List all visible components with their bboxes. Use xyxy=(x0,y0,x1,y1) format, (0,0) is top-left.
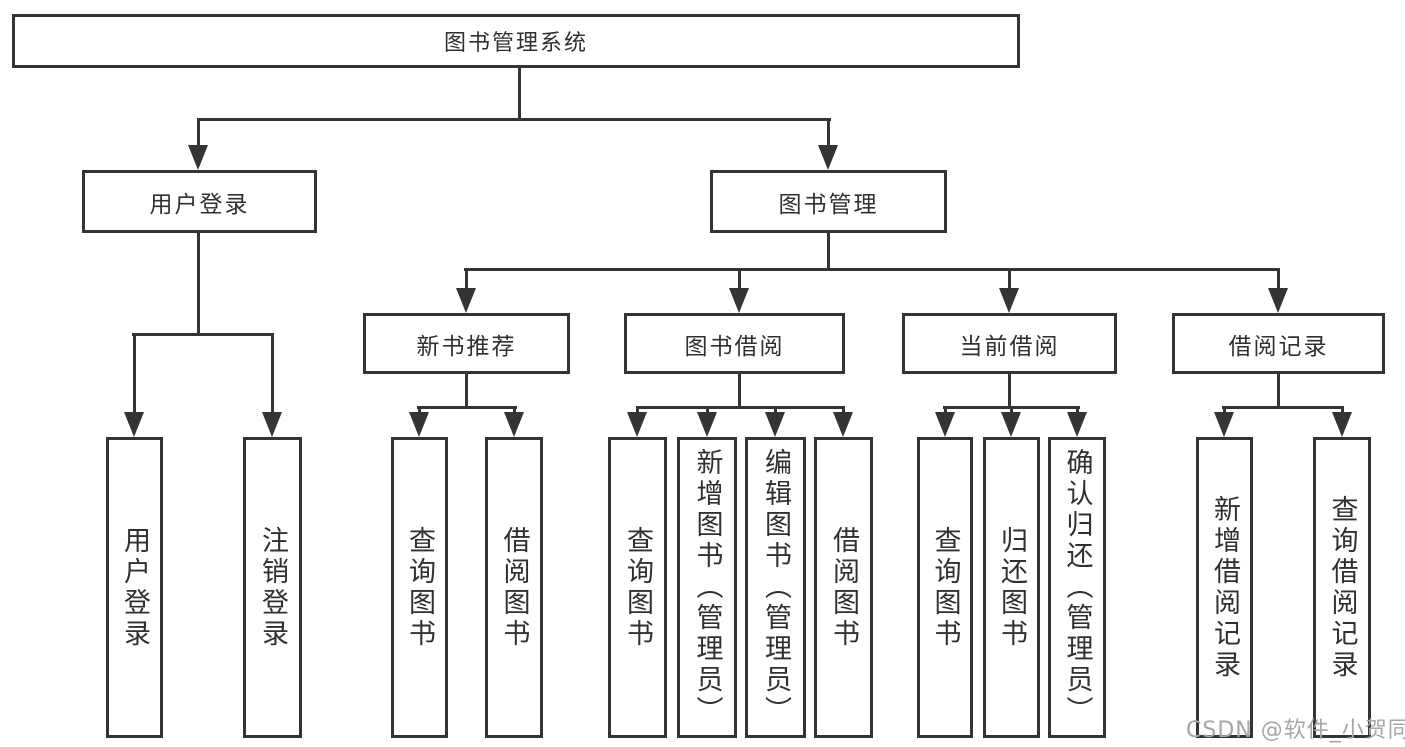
connector-line xyxy=(827,233,830,271)
connector-line xyxy=(636,406,639,416)
connector-line xyxy=(465,268,468,292)
leaf-label: 用户登录 xyxy=(119,525,151,650)
connector-line xyxy=(827,118,830,149)
connector-line xyxy=(197,118,831,121)
connector-line xyxy=(417,406,517,409)
node-label: 图书借阅 xyxy=(684,333,785,360)
arrow-down-icon xyxy=(1214,412,1234,437)
connector-line xyxy=(706,406,709,416)
connector-line xyxy=(944,406,947,416)
arrow-down-icon xyxy=(188,145,208,170)
connector-line xyxy=(636,406,845,409)
connector-line xyxy=(518,66,521,120)
connector-line xyxy=(738,268,741,292)
leaf-query-books-current: 查询图书 xyxy=(917,437,973,738)
leaf-label: 查询图书 xyxy=(929,525,961,650)
node-new-book-recommendation: 新书推荐 xyxy=(363,313,570,374)
arrow-down-icon xyxy=(627,412,647,437)
connector-line xyxy=(197,118,200,149)
node-borrowing-records: 借阅记录 xyxy=(1172,313,1385,374)
node-user-login: 用户登录 xyxy=(82,170,317,233)
node-label: 图书管理系统 xyxy=(443,31,588,56)
connector-line xyxy=(1341,406,1344,416)
leaf-return-books: 归还图书 xyxy=(983,437,1040,738)
node-library-management-system: 图书管理系统 xyxy=(12,14,1020,68)
leaf-add-borrow-record: 新增借阅记录 xyxy=(1196,437,1253,738)
arrow-down-icon xyxy=(818,145,838,170)
connector-line xyxy=(133,333,136,414)
leaf-user-login: 用户登录 xyxy=(106,437,163,738)
arrow-down-icon xyxy=(504,412,524,437)
connector-line xyxy=(1008,268,1011,292)
connector-line xyxy=(418,406,421,416)
leaf-label: 确认归还（管理员） xyxy=(1061,448,1093,727)
leaf-label: 查询图书 xyxy=(622,525,654,650)
arrow-down-icon xyxy=(833,412,853,437)
leaf-borrow-books-borrowing: 借阅图书 xyxy=(814,437,873,738)
node-current-borrowing: 当前借阅 xyxy=(902,313,1117,374)
node-label: 用户登录 xyxy=(149,191,250,218)
connector-line xyxy=(1223,406,1226,416)
node-book-management: 图书管理 xyxy=(710,170,947,233)
connector-line xyxy=(271,333,274,414)
connector-line xyxy=(464,268,1280,271)
leaf-borrow-books-recommend: 借阅图书 xyxy=(485,437,543,738)
leaf-confirm-return-admin: 确认归还（管理员） xyxy=(1048,437,1106,738)
node-label: 新书推荐 xyxy=(416,333,517,360)
leaf-query-borrow-record: 查询借阅记录 xyxy=(1313,437,1371,738)
connector-line xyxy=(1076,406,1079,416)
leaf-add-book-admin: 新增图书（管理员） xyxy=(677,437,737,738)
node-label: 图书管理 xyxy=(778,191,879,218)
connector-line xyxy=(738,374,741,409)
csdn-watermark: CSDN @软件_小贺同学 xyxy=(1186,718,1405,743)
leaf-label: 借阅图书 xyxy=(828,525,860,650)
arrow-down-icon xyxy=(765,412,785,437)
leaf-label: 注销登录 xyxy=(257,525,289,650)
arrow-down-icon xyxy=(262,412,282,437)
connector-line xyxy=(1008,374,1011,409)
node-label: 借阅记录 xyxy=(1228,333,1329,360)
arrow-down-icon xyxy=(697,412,717,437)
arrow-down-icon xyxy=(1332,412,1352,437)
leaf-label: 新增借阅记录 xyxy=(1209,494,1241,681)
arrow-down-icon xyxy=(729,288,749,313)
connector-line xyxy=(197,233,200,336)
connector-line xyxy=(842,406,845,416)
leaf-query-books-recommend: 查询图书 xyxy=(391,437,448,738)
arrow-down-icon xyxy=(409,412,429,437)
connector-line xyxy=(1222,406,1344,409)
connector-line xyxy=(1010,406,1013,416)
leaf-label: 查询图书 xyxy=(404,525,436,650)
leaf-label: 查询借阅记录 xyxy=(1326,494,1358,681)
arrow-down-icon xyxy=(124,412,144,437)
connector-line xyxy=(774,406,777,416)
connector-line xyxy=(465,374,468,409)
node-book-borrowing: 图书借阅 xyxy=(624,313,845,374)
node-label: 当前借阅 xyxy=(959,333,1060,360)
leaf-query-books-borrowing: 查询图书 xyxy=(608,437,667,738)
arrow-down-icon xyxy=(1268,288,1288,313)
arrow-down-icon xyxy=(456,288,476,313)
leaf-label: 借阅图书 xyxy=(498,525,530,650)
connector-line xyxy=(513,406,516,416)
leaf-edit-book-admin: 编辑图书（管理员） xyxy=(745,437,806,738)
leaf-logout: 注销登录 xyxy=(243,437,302,738)
leaf-label: 编辑图书（管理员） xyxy=(760,448,792,727)
leaf-label: 新增图书（管理员） xyxy=(691,448,723,727)
arrow-down-icon xyxy=(935,412,955,437)
arrow-down-icon xyxy=(999,288,1019,313)
connector-line xyxy=(132,333,274,336)
connector-line xyxy=(1277,374,1280,409)
arrow-down-icon xyxy=(1001,412,1021,437)
arrow-down-icon xyxy=(1067,412,1087,437)
connector-line xyxy=(1277,268,1280,292)
leaf-label: 归还图书 xyxy=(996,525,1028,650)
